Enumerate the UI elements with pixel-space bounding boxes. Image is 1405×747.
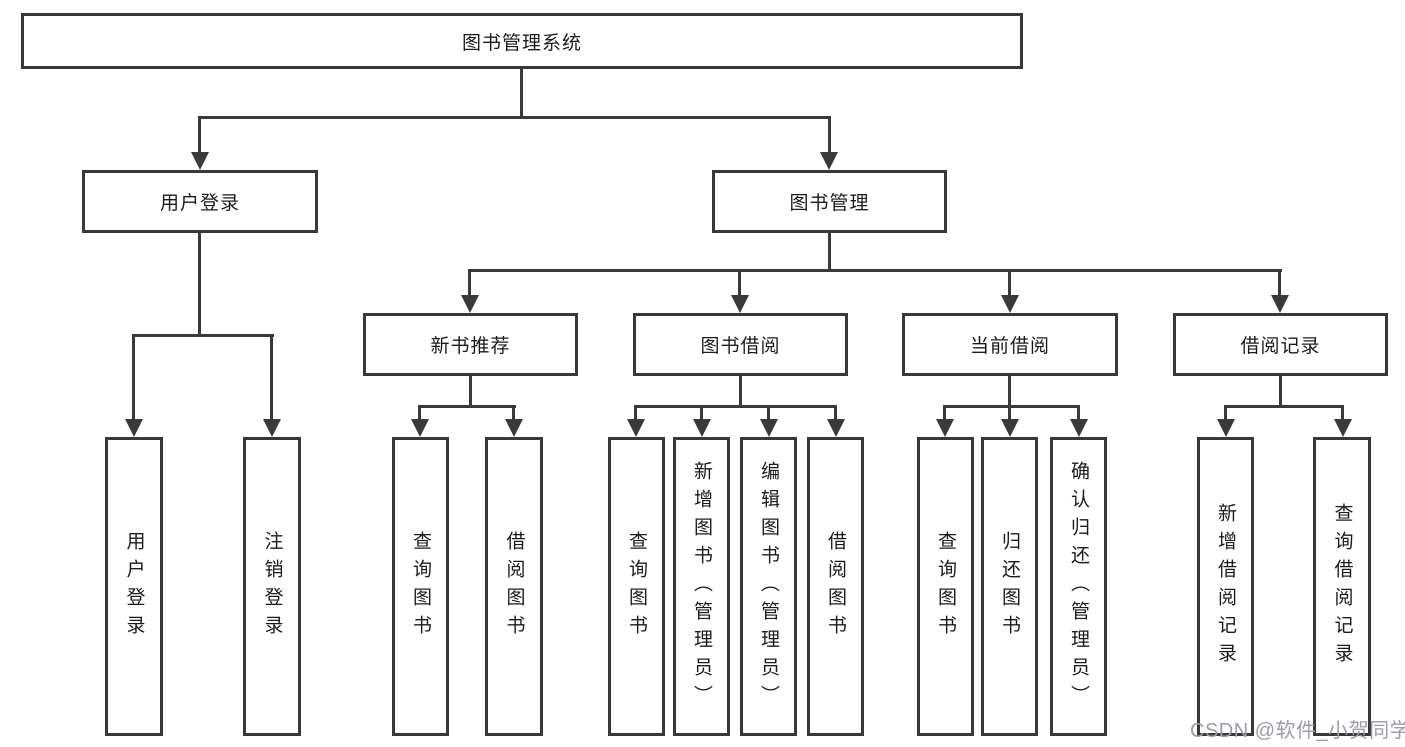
connector-vline xyxy=(1008,376,1011,407)
leaf-borrowing-add-book-admin: 新增图书（管理员） xyxy=(673,437,730,736)
leaf-current-confirm-return-admin: 确认归还（管理员） xyxy=(1050,437,1107,736)
connector-vline xyxy=(828,233,831,271)
arrow-shaft xyxy=(767,405,770,425)
connector-vline xyxy=(520,69,523,118)
leaf-label: 用户登录 xyxy=(123,530,145,643)
arrow-shaft xyxy=(1224,405,1227,425)
leaf-recommend-borrow-book: 借阅图书 xyxy=(485,437,543,736)
connector-hline xyxy=(635,405,836,408)
arrowhead-icon xyxy=(263,419,281,437)
arrowhead-icon xyxy=(1001,419,1019,437)
leaf-label: 查询图书 xyxy=(626,530,647,643)
connector-hline xyxy=(133,334,274,337)
arrow-shaft xyxy=(1278,269,1281,299)
node-label: 图书借阅 xyxy=(700,336,781,357)
connector-vline xyxy=(469,376,472,407)
node-label: 新书推荐 xyxy=(430,336,511,357)
connector-hline xyxy=(199,116,831,119)
arrowhead-icon xyxy=(1001,295,1019,313)
arrow-shaft xyxy=(468,269,471,299)
arrow-shaft xyxy=(834,405,837,425)
arrowhead-icon xyxy=(1334,419,1352,437)
arrowhead-icon xyxy=(125,419,143,437)
arrowhead-icon xyxy=(505,419,523,437)
arrow-shaft xyxy=(132,334,135,424)
leaf-records-add-record: 新增借阅记录 xyxy=(1197,437,1254,736)
arrow-shaft xyxy=(828,116,831,158)
node-book-borrowing: 图书借阅 xyxy=(633,313,848,376)
leaf-current-return-book: 归还图书 xyxy=(981,437,1038,736)
arrow-shaft xyxy=(1008,269,1011,299)
arrowhead-icon xyxy=(760,419,778,437)
arrow-shaft xyxy=(634,405,637,425)
arrow-shaft xyxy=(943,405,946,425)
arrowhead-icon xyxy=(827,419,845,437)
arrowhead-icon xyxy=(1217,419,1235,437)
connector-hline xyxy=(1224,405,1344,408)
connector-vline xyxy=(1279,376,1282,407)
watermark: CSDN @软件_小贺同学 xyxy=(1190,720,1405,742)
leaf-current-query-book: 查询图书 xyxy=(917,437,974,736)
arrow-shaft xyxy=(270,334,273,424)
arrowhead-icon xyxy=(820,152,838,170)
node-library-system: 图书管理系统 xyxy=(21,13,1023,69)
node-current-borrowing: 当前借阅 xyxy=(902,313,1118,376)
connector-hline xyxy=(469,269,1282,272)
leaf-label: 注销登录 xyxy=(261,530,283,643)
leaf-borrowing-query-book: 查询图书 xyxy=(608,437,665,736)
arrowhead-icon xyxy=(1070,419,1088,437)
node-user-login: 用户登录 xyxy=(82,170,318,233)
connector-hline xyxy=(419,405,516,408)
node-new-book-recommend: 新书推荐 xyxy=(363,313,578,376)
arrow-shaft xyxy=(700,405,703,425)
leaf-label: 借阅图书 xyxy=(825,530,846,643)
arrowhead-icon xyxy=(936,419,954,437)
arrowhead-icon xyxy=(731,295,749,313)
arrow-shaft xyxy=(738,269,741,299)
arrow-shaft xyxy=(512,405,515,425)
connector-hline xyxy=(944,405,1080,408)
leaf-label: 新增图书（管理员） xyxy=(691,460,712,713)
leaf-label: 编辑图书（管理员） xyxy=(758,460,779,713)
node-label: 图书管理 xyxy=(789,193,870,214)
leaf-logout: 注销登录 xyxy=(243,437,301,736)
arrowhead-icon xyxy=(411,419,429,437)
leaf-label: 确认归还（管理员） xyxy=(1068,460,1089,713)
leaf-borrowing-borrow-book: 借阅图书 xyxy=(807,437,864,736)
node-label: 借阅记录 xyxy=(1240,336,1321,357)
leaf-user-login: 用户登录 xyxy=(105,437,163,736)
leaf-label: 查询图书 xyxy=(935,530,956,643)
arrowhead-icon xyxy=(1271,295,1289,313)
connector-vline xyxy=(198,233,201,336)
leaf-borrowing-edit-book-admin: 编辑图书（管理员） xyxy=(740,437,797,736)
leaf-records-query-record: 查询借阅记录 xyxy=(1313,437,1371,736)
node-label: 当前借阅 xyxy=(969,336,1050,357)
node-label: 用户登录 xyxy=(159,193,240,214)
node-label: 图书管理系统 xyxy=(461,32,582,54)
arrowhead-icon xyxy=(191,152,209,170)
leaf-label: 查询借阅记录 xyxy=(1331,502,1353,671)
arrow-shaft xyxy=(198,116,201,158)
leaf-label: 新增借阅记录 xyxy=(1215,502,1236,671)
arrow-shaft xyxy=(1341,405,1344,425)
arrow-shaft xyxy=(418,405,421,425)
arrow-shaft xyxy=(1008,405,1011,425)
arrowhead-icon xyxy=(627,419,645,437)
arrowhead-icon xyxy=(693,419,711,437)
connector-vline xyxy=(739,376,742,407)
node-book-management: 图书管理 xyxy=(712,170,947,233)
node-borrowing-records: 借阅记录 xyxy=(1173,313,1388,376)
leaf-label: 查询图书 xyxy=(410,530,431,643)
arrowhead-icon xyxy=(461,295,479,313)
leaf-label: 归还图书 xyxy=(999,530,1020,643)
leaf-label: 借阅图书 xyxy=(503,530,525,643)
leaf-recommend-query-book: 查询图书 xyxy=(392,437,449,736)
arrow-shaft xyxy=(1077,405,1080,425)
